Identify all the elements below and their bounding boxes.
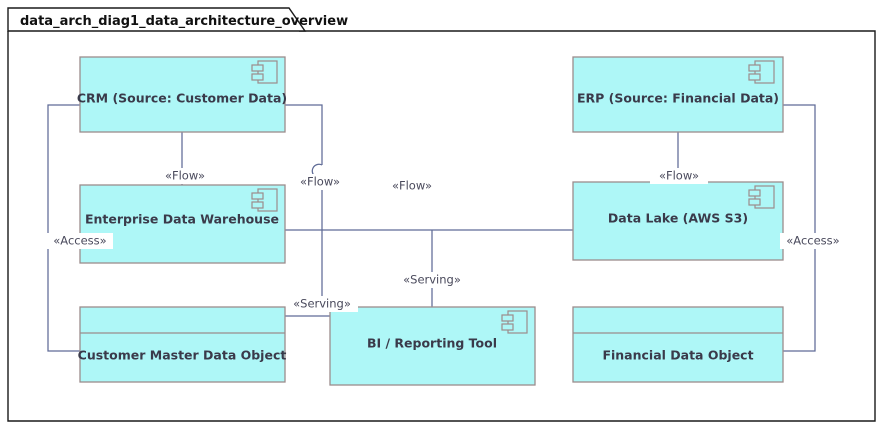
edge-label-crm-cmdo-text: «Access»: [53, 234, 106, 248]
component-icon: [501, 310, 528, 334]
node-fdo-label: Financial Data Object: [602, 348, 753, 363]
edge-label-erp-fdo: «Access»: [780, 233, 846, 249]
node-lake-label: Data Lake (AWS S3): [608, 211, 748, 226]
connector-crm-bi[interactable]: [285, 104, 323, 307]
edge-label-edw-bi: «Serving»: [286, 296, 358, 312]
edge-label-crm-edw-text: «Flow»: [165, 169, 205, 183]
component-icon: [748, 185, 775, 209]
node-crm-label: CRM (Source: Customer Data): [77, 91, 287, 106]
edge-label-lake-bi: «Serving»: [396, 272, 468, 288]
diagram-frame: [7, 30, 876, 422]
node-data-lake[interactable]: Data Lake (AWS S3): [572, 181, 784, 261]
edge-label-edw-lake: «Flow»: [383, 178, 441, 194]
component-icon: [251, 60, 278, 84]
edge-label-crm-cmdo: «Access»: [47, 233, 113, 249]
node-edw-label: Enterprise Data Warehouse: [85, 212, 279, 227]
connector-crm-cmdo[interactable]: [47, 104, 80, 352]
edge-label-erp-lake: «Flow»: [650, 168, 708, 184]
diagram-title-tab: [7, 7, 307, 32]
edge-label-erp-lake-text: «Flow»: [659, 169, 699, 183]
node-customer-master-data-object[interactable]: Customer Master Data Object: [78, 306, 287, 383]
component-icon: [251, 188, 278, 212]
diagram-title-text: data_arch_diag1_data_architecture_overvi…: [20, 14, 348, 29]
connector-erp-fdo[interactable]: [783, 104, 816, 352]
edge-label-erp-fdo-text: «Access»: [786, 234, 839, 248]
node-bi-label: BI / Reporting Tool: [367, 336, 497, 351]
edge-label-lake-bi-text: «Serving»: [403, 273, 461, 287]
node-financial-data-object[interactable]: Financial Data Object: [572, 306, 784, 383]
node-cmdo-label: Customer Master Data Object: [78, 348, 287, 363]
node-erp-label: ERP (Source: Financial Data): [577, 91, 779, 106]
edge-label-edw-bi-text: «Serving»: [293, 297, 351, 311]
edge-label-edw-lake-text: «Flow»: [392, 179, 432, 193]
node-bi-reporting-tool[interactable]: BI / Reporting Tool: [329, 306, 536, 386]
edge-label-crm-edw: «Flow»: [156, 168, 214, 184]
node-enterprise-data-warehouse[interactable]: Enterprise Data Warehouse: [79, 184, 286, 264]
edge-label-crm-bi: «Flow»: [291, 174, 349, 190]
node-erp[interactable]: ERP (Source: Financial Data): [572, 56, 784, 133]
edge-label-crm-bi-text: «Flow»: [300, 175, 340, 189]
node-crm[interactable]: CRM (Source: Customer Data): [77, 56, 287, 133]
component-icon: [748, 60, 775, 84]
